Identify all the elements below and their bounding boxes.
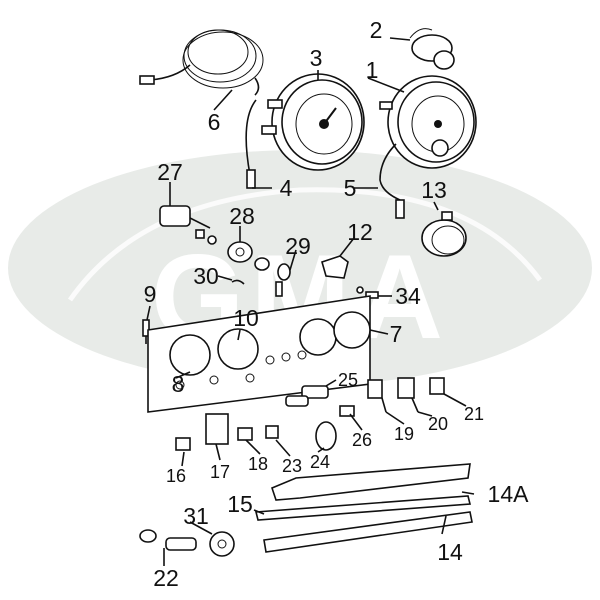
- callout-14a: 14A: [488, 481, 530, 507]
- switch-row-upper: [301, 377, 445, 413]
- trim-strips: [254, 463, 473, 553]
- callout-26: 24: [310, 452, 330, 472]
- instrument-panel: [147, 295, 371, 413]
- callout-6: 6: [208, 109, 221, 135]
- callout-25: 30: [193, 263, 219, 289]
- callout-12: 12: [347, 219, 373, 245]
- leader-lines: [146, 37, 475, 566]
- callout-7: 7: [390, 321, 403, 347]
- speedo-trip-cable: [379, 143, 405, 219]
- motor-unit: [159, 205, 217, 245]
- callout-4: 4: [280, 175, 293, 201]
- callout-labels: 3 1 2 6 4 5 13 27 28 12 29 30 34 9 10 7 …: [144, 17, 530, 591]
- ignition-switch: [139, 529, 235, 557]
- speedometer: [379, 75, 477, 169]
- callout-21: 21: [464, 404, 484, 424]
- callout-24: 29: [285, 233, 311, 259]
- callout-5: 5: [344, 175, 357, 201]
- callout-22: 27: [157, 159, 183, 185]
- callout-1: 1: [366, 57, 379, 83]
- panel-screw: [356, 286, 379, 299]
- callout-23: 28: [229, 203, 255, 229]
- callout-31: 31: [183, 503, 209, 529]
- callout-29: 23: [282, 456, 302, 476]
- callout-16: 16: [166, 466, 186, 486]
- callout-3: 3: [310, 45, 323, 71]
- callout-19: 19: [394, 424, 414, 444]
- callout-8: 8: [172, 371, 185, 397]
- callout-14: 14: [437, 539, 463, 565]
- callout-10: 10: [233, 305, 259, 331]
- callout-34: 34: [395, 283, 421, 309]
- tacho-cable: [245, 99, 257, 189]
- callout-2: 2: [370, 17, 383, 43]
- callout-15: 15: [227, 491, 253, 517]
- temp-sender: [142, 319, 150, 344]
- tachometer: [261, 73, 365, 171]
- callout-30: 22: [153, 565, 179, 591]
- callout-9: 9: [144, 281, 157, 307]
- callout-18: 18: [248, 454, 268, 474]
- callout-17: 17: [210, 462, 230, 482]
- callout-27: 25: [338, 370, 358, 390]
- callout-13: 13: [421, 177, 447, 203]
- callout-20: 20: [428, 414, 448, 434]
- trip-reset-unit: [409, 28, 455, 70]
- switch-row-lower: [175, 395, 355, 451]
- callout-28: 26: [352, 430, 372, 450]
- clock: [421, 211, 467, 257]
- bracket: [321, 255, 349, 279]
- speedo-cable: [139, 29, 264, 96]
